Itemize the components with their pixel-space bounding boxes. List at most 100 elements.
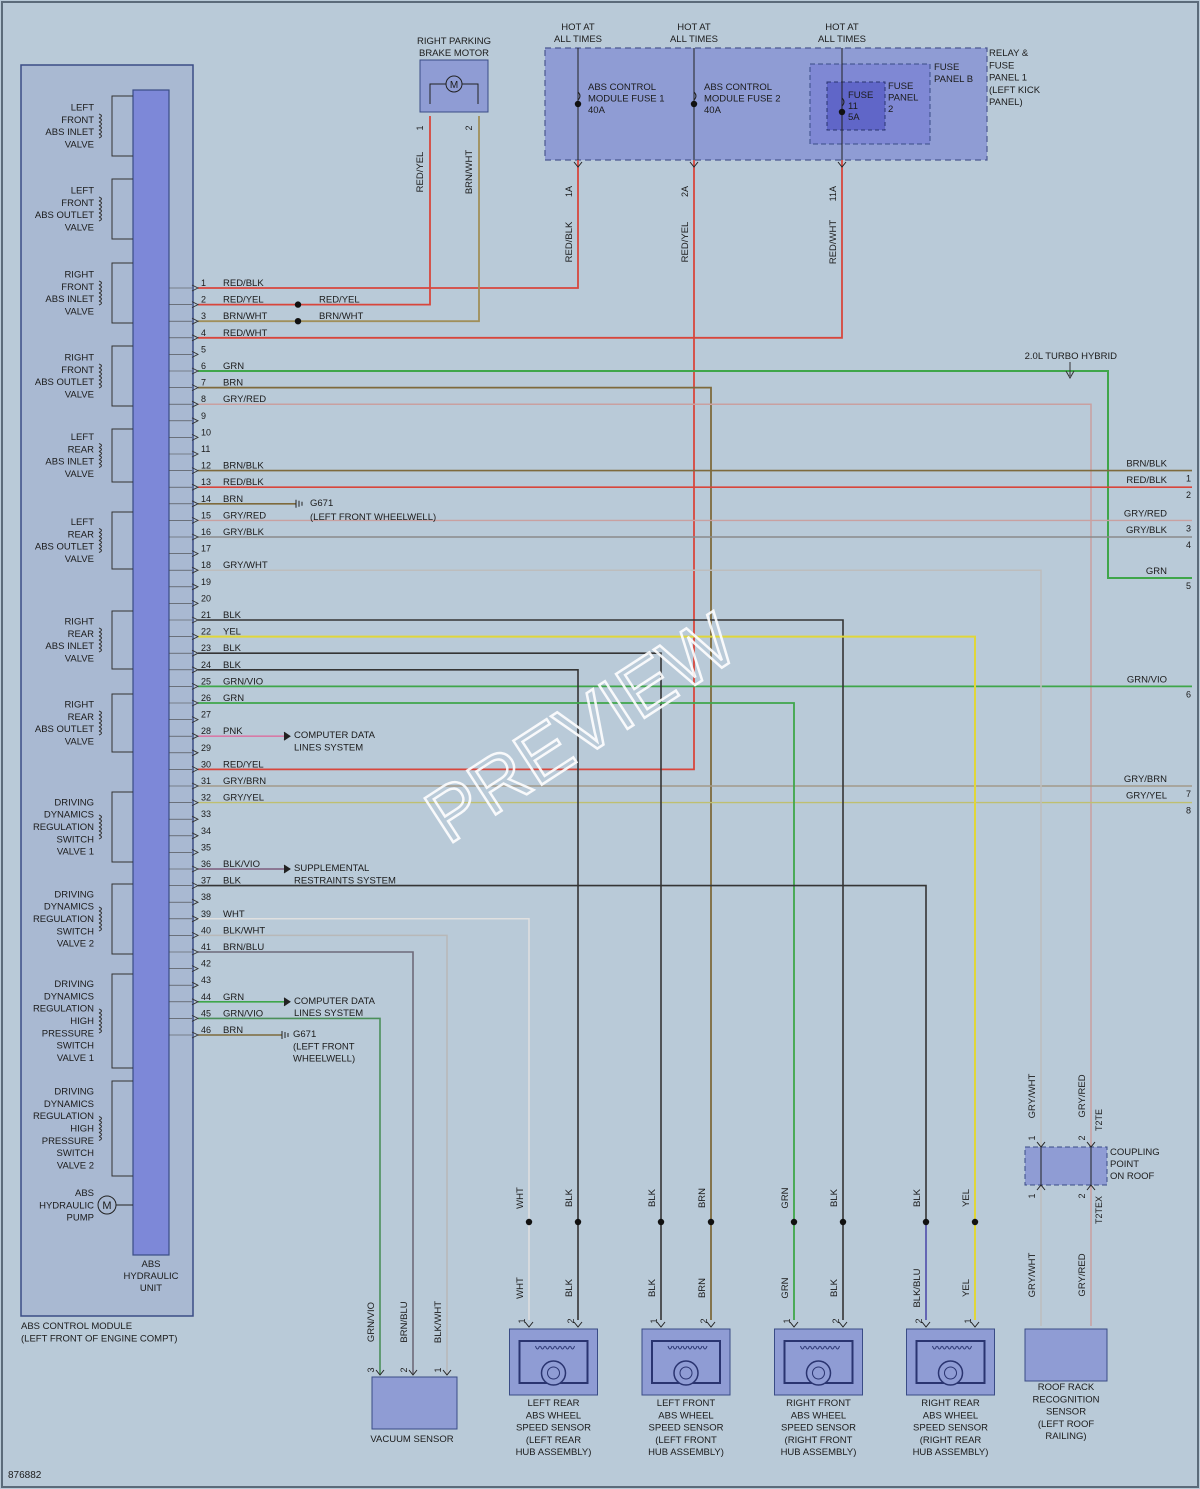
relay-conn-label: 11A	[828, 186, 838, 201]
valve-bracket	[111, 883, 133, 955]
valve-bracket	[111, 95, 133, 157]
right-edge-connections: BRN/BLK1RED/BLK2GRY/RED3GRY/BLK4GRN5GRN/…	[1124, 459, 1191, 816]
right-edge-pin: 6	[1186, 689, 1191, 699]
pin-color-label: GRN	[223, 361, 244, 372]
valve-bracket	[111, 178, 133, 240]
fuse-panel-2	[826, 81, 886, 131]
connector-arrow	[524, 1321, 534, 1328]
pin-color-label: GRY/RED	[223, 510, 266, 521]
valve-bracket	[111, 428, 133, 483]
valve-bracket	[111, 973, 133, 1069]
wire-pin3	[198, 116, 480, 323]
pin-number: 2	[201, 295, 206, 305]
connector-arrow	[970, 1321, 980, 1328]
pin-arrow	[191, 450, 200, 458]
gear-hub	[547, 1366, 560, 1380]
pin-arrow	[191, 467, 200, 475]
right-edge-color: RED/BLK	[1126, 475, 1167, 486]
wire-pin39	[198, 918, 530, 1320]
pin-arrow	[191, 417, 200, 425]
right-edge-color: GRN/VIO	[1127, 674, 1167, 685]
pin-number: 36	[201, 859, 211, 869]
splice-dot	[839, 1218, 847, 1226]
pin-arrow	[191, 732, 200, 740]
abs-module-label: ABS CONTROL MODULE(LEFT FRONT OF ENGINE …	[21, 1321, 177, 1345]
sensor-pin: 1	[782, 1318, 792, 1323]
pbm-pin1: 1	[415, 125, 425, 130]
sensor-pin: 2	[831, 1318, 841, 1323]
pin-arrow	[191, 998, 200, 1006]
splice-dot	[294, 301, 302, 308]
pin-color-label: PNK	[223, 726, 243, 737]
pin-arrow	[191, 317, 200, 325]
pin-number: 14	[201, 494, 211, 504]
pin-number: 46	[201, 1025, 211, 1035]
pin-arrow	[191, 1031, 200, 1039]
wire-pin30	[198, 160, 695, 771]
right-edge-pin: 3	[1186, 523, 1191, 533]
valve-coil-icon	[98, 113, 102, 139]
connector-arrow	[573, 161, 583, 168]
pin-color-label: GRY/WHT	[223, 560, 268, 571]
right-edge-pin: 7	[1186, 789, 1191, 799]
pump-motor-symbol: M	[102, 1200, 111, 1212]
wire-pin4	[198, 160, 843, 339]
pin-color-label: RED/YEL	[223, 295, 264, 306]
valve-coil-icon	[98, 196, 102, 222]
pin-number: 28	[201, 726, 211, 736]
turbo-arrow-head	[1065, 370, 1075, 380]
abs-hydraulic-unit-bar	[132, 89, 170, 1256]
pin-arrow	[191, 500, 200, 508]
pin-number: 16	[201, 527, 211, 537]
pin-number: 21	[201, 610, 211, 620]
pin-number: 13	[201, 477, 211, 487]
pin-number: 7	[201, 378, 206, 388]
pin-number: 24	[201, 660, 211, 670]
right-edge-color: GRY/BLK	[1126, 525, 1168, 536]
connector-arrow	[789, 1321, 799, 1328]
wire-pin40	[198, 934, 448, 1374]
pin-color-label: BLK	[223, 876, 242, 887]
pin-arrow	[191, 931, 200, 939]
sensor-pin: 2	[699, 1318, 709, 1323]
pin-arrow	[191, 749, 200, 757]
wire-pin18	[198, 569, 1042, 1326]
sensor-pin: 2	[914, 1318, 924, 1323]
relay-conn-label: 1A	[564, 186, 574, 197]
pin-color-label: GRY/BRN	[223, 776, 266, 787]
pin-arrow	[191, 782, 200, 790]
valve-bracket	[111, 511, 133, 570]
g671-ref-a: G671(LEFT FRONT WHEELWELL)	[310, 498, 436, 523]
pin-color-label: BLK	[223, 643, 242, 654]
pin-number: 9	[201, 411, 206, 421]
pin-arrow	[191, 301, 200, 309]
coupling-top-conn: T2TE	[1094, 1109, 1104, 1131]
gear-icon	[673, 1360, 699, 1386]
pin-number: 32	[201, 793, 211, 803]
fuse-icon	[841, 97, 845, 107]
connector-arrow	[656, 1321, 666, 1328]
vacuum-sensor: VACUUM SENSOR	[370, 1376, 458, 1445]
valve-coil-icon	[98, 710, 102, 736]
pin-number: 19	[201, 577, 211, 587]
pin-arrow	[191, 882, 200, 890]
pin-color-label: BRN	[223, 378, 243, 389]
vacuum-pin: 1	[433, 1367, 443, 1372]
diagram-id: 876882	[8, 1470, 42, 1481]
gear-hub	[679, 1366, 693, 1380]
wire-pin21	[198, 619, 844, 1320]
valve-coil-icon	[98, 1116, 102, 1141]
pin-number: 33	[201, 809, 211, 819]
